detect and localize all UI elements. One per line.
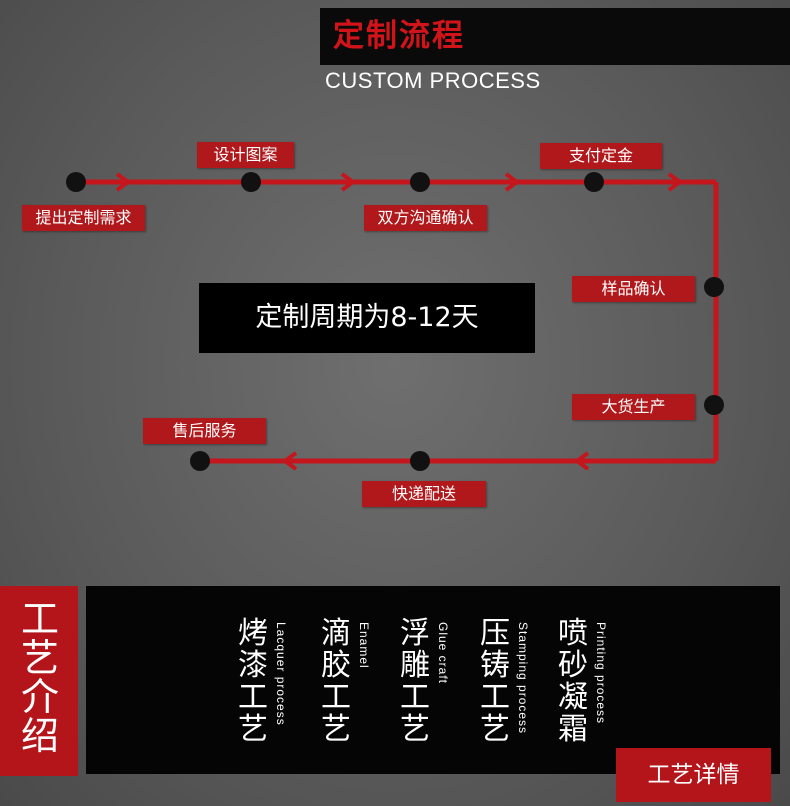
arrow-left-1: [573, 451, 590, 471]
crafts-section-label: 工艺介绍: [20, 597, 59, 758]
step-label-s7: 快递配送: [362, 481, 486, 507]
flow-nodes: [66, 172, 724, 471]
node-s1: [66, 172, 86, 192]
step-label-s6: 大货生产: [572, 394, 695, 420]
node-s7: [410, 451, 430, 471]
craft-name: 压铸工艺: [480, 616, 510, 747]
header-banner: [320, 8, 790, 65]
node-s8: [190, 451, 210, 471]
custom-period-box: 定制周期为8-12天: [199, 283, 535, 353]
node-s5: [704, 277, 724, 297]
page-title: 定制流程: [333, 18, 465, 54]
craft-name: 喷砂凝霜: [558, 616, 588, 747]
arrow-left-2: [281, 451, 298, 471]
step-label-s2: 设计图案: [197, 142, 294, 168]
arrow-right-4: [667, 172, 684, 192]
craft-name: 浮雕工艺: [400, 616, 430, 747]
craft-name: 滴胶工艺: [321, 616, 351, 747]
node-s3: [410, 172, 430, 192]
step-label-s3: 双方沟通确认: [364, 205, 487, 231]
craft-english: Printing process: [594, 622, 608, 725]
craft-name: 烤漆工艺: [238, 616, 268, 747]
flow-arrows: [115, 172, 684, 471]
craft-english: Stamping process: [516, 622, 530, 735]
crafts-panel: [86, 586, 780, 774]
step-label-s8: 售后服务: [143, 418, 266, 444]
page-subtitle: CUSTOM PROCESS: [325, 68, 541, 93]
node-s4: [584, 172, 604, 192]
step-label-s4: 支付定金: [540, 143, 662, 169]
craft-english: Enamel: [357, 622, 371, 669]
node-s2: [241, 172, 261, 192]
step-label-s1: 提出定制需求: [22, 205, 145, 231]
node-s6: [704, 395, 724, 415]
craft-english: Glue craft: [436, 622, 450, 685]
arrow-right-1: [115, 172, 132, 192]
arrow-right-3: [504, 172, 521, 192]
crafts-side-banner: [0, 586, 78, 776]
step-label-s5: 样品确认: [572, 276, 695, 302]
arrow-right-2: [340, 172, 357, 192]
craft-english: Lacquer process: [274, 622, 288, 726]
craft-details-button[interactable]: 工艺详情: [616, 748, 771, 802]
